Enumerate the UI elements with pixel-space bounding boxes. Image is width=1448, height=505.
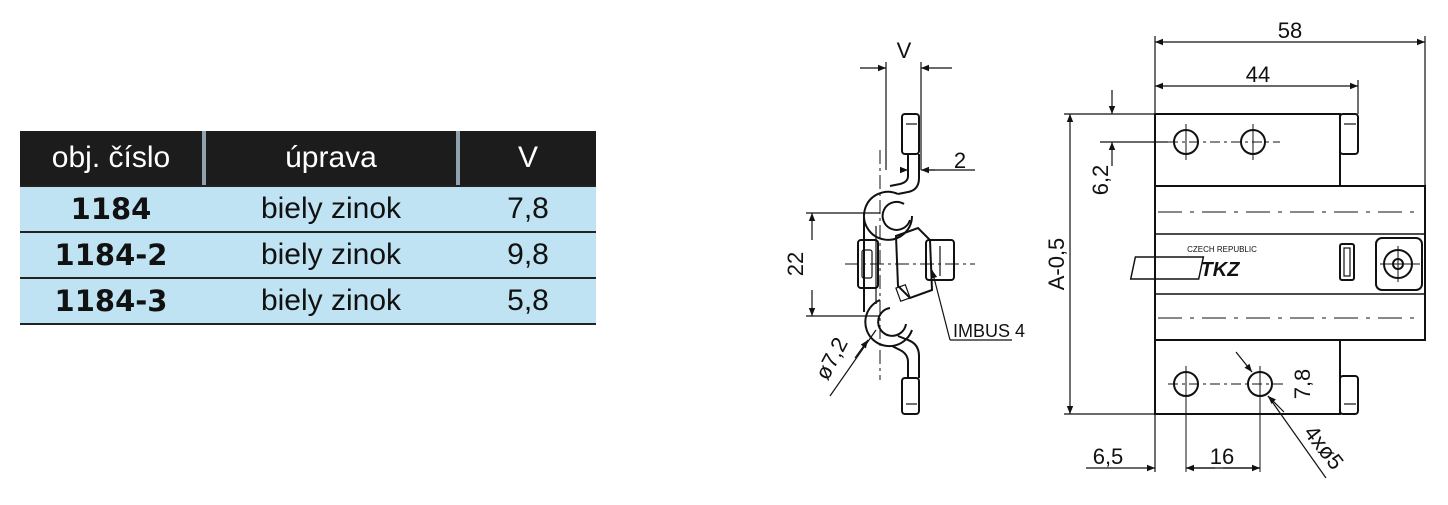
table-row: 1184-2 biely zinok 9,8 [20, 233, 596, 279]
table-row: 1184 biely zinok 7,8 [20, 185, 596, 233]
logo-country: CZECH REPUBLIC [1187, 245, 1257, 254]
spec-table: obj. číslo úprava V 1184 biely zinok 7,8… [20, 131, 596, 325]
dimension-44 [1155, 80, 1359, 114]
header-divider [456, 131, 460, 185]
dimension-v [860, 62, 952, 170]
logo-frame [1129, 256, 1205, 280]
hinge-knuckles [857, 190, 913, 348]
diameter-leader [829, 329, 877, 397]
adjust-screw [1339, 237, 1423, 291]
label-58: 58 [1278, 18, 1302, 43]
side-view-labels: V 2 22 ø7,2 IMBUS 4 [783, 38, 1025, 384]
front-view [1064, 36, 1426, 479]
label-22: 22 [783, 252, 808, 276]
label-16: 16 [1210, 444, 1234, 469]
header-uprava: úprava [285, 141, 377, 174]
label-imbus: IMBUS 4 [953, 321, 1025, 341]
knuckle-band [1154, 185, 1426, 341]
label-2: 2 [954, 148, 966, 173]
side-view [806, 62, 1012, 415]
label-holes: 4xø5 [1299, 420, 1349, 474]
hole-leaders [1235, 351, 1327, 479]
row-code: 1184 [70, 192, 152, 226]
top-plate [889, 113, 920, 195]
label-6-2: 6,2 [1088, 165, 1113, 196]
logo-mark: TKZ [1201, 259, 1241, 281]
label-diameter: ø7,2 [810, 333, 853, 384]
imbus-screw [894, 226, 955, 303]
row-v: 5,8 [507, 284, 549, 317]
dimension-6-2 [1100, 90, 1168, 166]
table-row: 1184-3 biely zinok 5,8 [20, 279, 596, 325]
row-finish: biely zinok [260, 284, 402, 317]
label-44: 44 [1246, 62, 1270, 87]
pin-ends [1339, 113, 1359, 415]
table-header: obj. číslo úprava V [20, 131, 596, 185]
dimension-a [1064, 113, 1155, 415]
dimension-bottom [1086, 414, 1260, 472]
center-lines [845, 150, 975, 380]
header-divider [202, 131, 206, 185]
bottom-plate [891, 335, 920, 415]
row-finish: biely zinok [260, 238, 402, 271]
label-a: A-0,5 [1044, 238, 1069, 291]
row-code: 1184-2 [54, 238, 168, 272]
header-v: V [517, 141, 538, 174]
label-v: V [897, 38, 912, 63]
front-view-labels: 58 44 6,2 A-0,5 7,8 6,5 16 4xø5 [1044, 18, 1349, 474]
tkz-logo: CZECH REPUBLIC TKZ [1129, 245, 1257, 281]
row-finish: biely zinok [260, 192, 402, 225]
row-v: 9,8 [507, 238, 549, 271]
header-obj-cislo: obj. číslo [51, 141, 171, 174]
upper-leaf [1155, 113, 1341, 186]
dimension-22 [806, 212, 880, 317]
label-6-5: 6,5 [1093, 444, 1124, 469]
row-code: 1184-3 [54, 284, 168, 318]
mounting-holes [1168, 124, 1284, 472]
imbus-leader [930, 269, 1012, 341]
row-v: 7,8 [507, 192, 549, 225]
dimension-58 [1154, 36, 1426, 186]
label-7-8: 7,8 [1290, 369, 1315, 400]
